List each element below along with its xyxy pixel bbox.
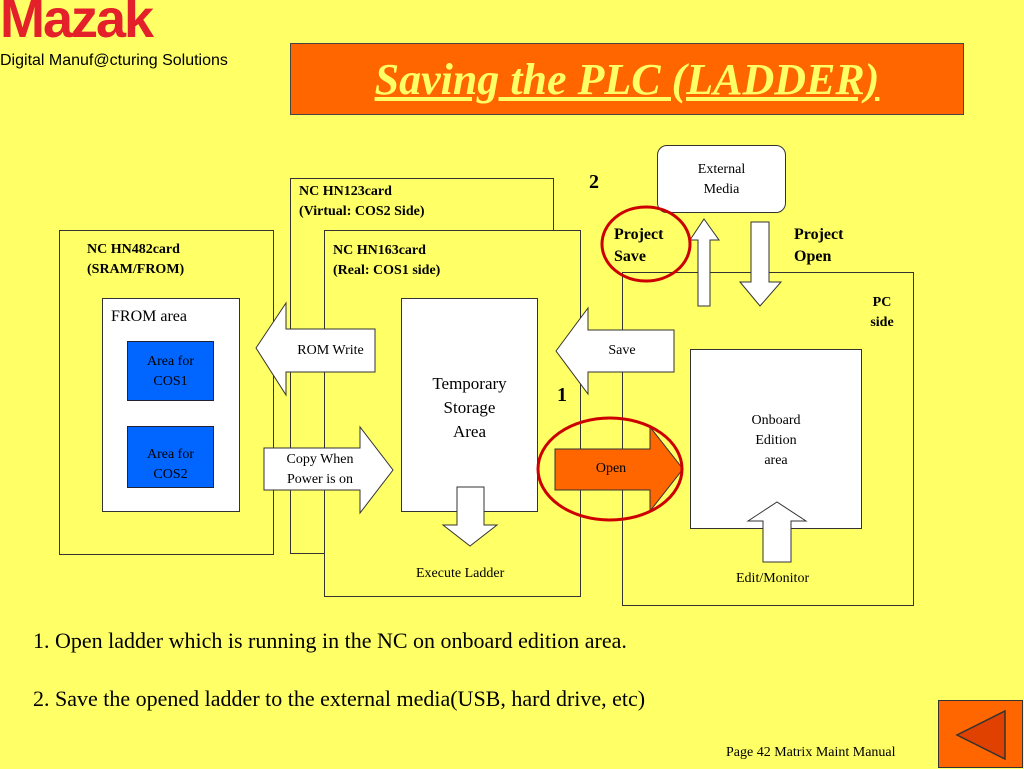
open-highlight-circle xyxy=(536,416,684,522)
back-triangle-icon xyxy=(955,709,1006,761)
project-save-label: Project Save xyxy=(614,226,664,265)
hn163-card-box xyxy=(324,230,581,597)
save-label: Save xyxy=(608,343,636,358)
next-slide-button[interactable] xyxy=(938,700,1023,768)
pc-side-label: PC side xyxy=(870,295,894,330)
hn123-card-label: NC HN123card (Virtual: COS2 Side) xyxy=(299,184,425,219)
execute-down-arrow xyxy=(441,486,499,547)
hn482-card-label: NC HN482card (SRAM/FROM) xyxy=(87,242,185,277)
project-save-highlight-circle xyxy=(600,205,692,283)
copy-when-label: Copy When Power is on xyxy=(286,452,354,487)
rom-write-arrow xyxy=(255,301,376,397)
open-arrow xyxy=(554,425,684,513)
step-2-marker: 2 xyxy=(589,171,599,193)
rom-write-label: ROM Write xyxy=(297,343,364,358)
from-area-label: FROM area xyxy=(111,308,187,325)
area-cos2-box: Area for COS2 xyxy=(127,426,214,488)
project-save-up-arrow xyxy=(689,218,720,307)
step-2-text: 2. Save the opened ladder to the externa… xyxy=(33,686,646,711)
step-1-text: 1. Open ladder which is running in the N… xyxy=(33,628,627,653)
edit-monitor-label: Edit/Monitor xyxy=(736,571,810,586)
hn163-card-label: NC HN163card (Real: COS1 side) xyxy=(333,243,441,278)
open-label: Open xyxy=(595,461,627,476)
area-cos1-box: Area for COS1 xyxy=(127,341,214,401)
project-open-down-arrow xyxy=(738,221,783,307)
mazak-logo: Mazak xyxy=(0,0,154,49)
hn482-card-box xyxy=(59,230,274,555)
tagline: Digital Manuf@cturing Solutions xyxy=(0,52,228,69)
temporary-storage-box xyxy=(401,298,538,512)
onboard-edition-label: Onboard Edition area xyxy=(751,413,801,468)
save-arrow xyxy=(555,306,675,396)
execute-ladder-label: Execute Ladder xyxy=(416,566,505,581)
edit-monitor-up-arrow xyxy=(746,501,808,563)
external-media-box: External Media xyxy=(657,145,786,213)
page-title: Saving the PLC (LADDER) xyxy=(374,54,880,104)
step-1-marker: 1 xyxy=(557,384,567,406)
copy-when-arrow xyxy=(263,425,394,515)
onboard-edition-box xyxy=(690,349,862,529)
page-footer: Page 42 Matrix Maint Manual xyxy=(726,745,896,760)
title-banner: Saving the PLC (LADDER) xyxy=(290,43,964,115)
project-open-label: Project Open xyxy=(794,226,844,265)
temporary-storage-label: Temporary Storage Area xyxy=(432,374,507,441)
